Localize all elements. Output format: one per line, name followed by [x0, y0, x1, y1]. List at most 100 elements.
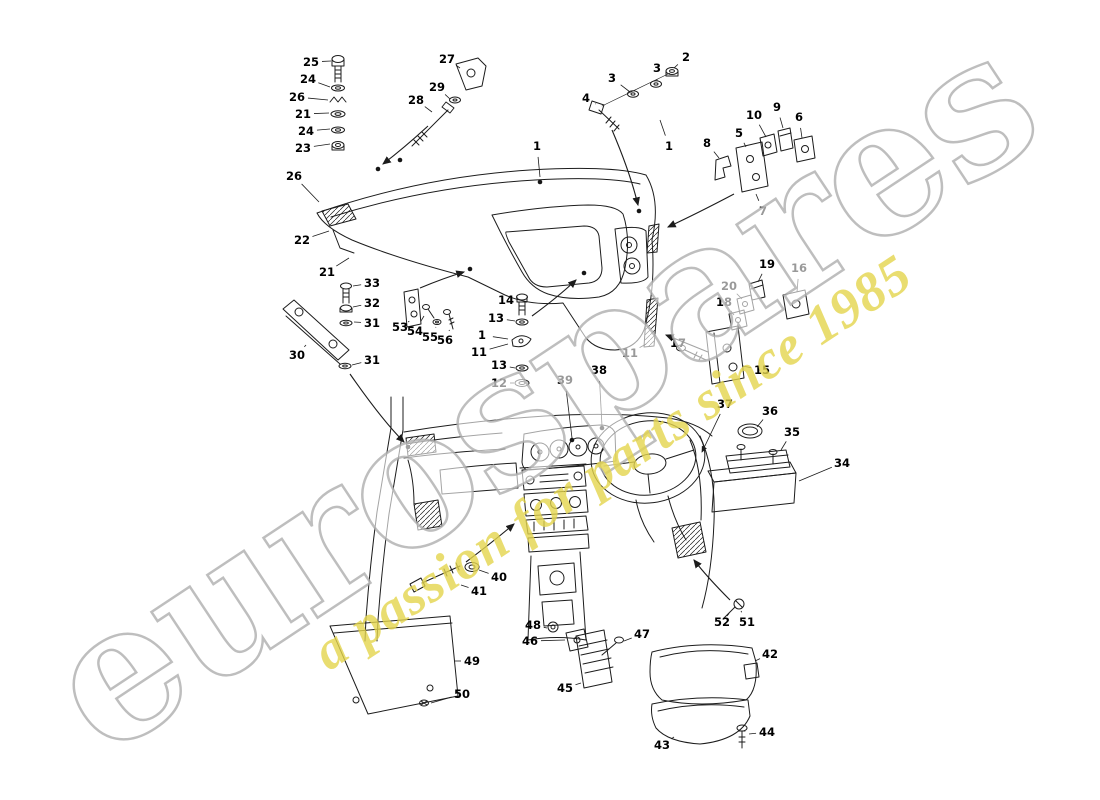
- part-label-5: 5: [735, 126, 743, 140]
- leader-line-48: [543, 626, 548, 629]
- part-label-1: 1: [533, 139, 541, 153]
- leader-line-11: [489, 343, 509, 350]
- kick-panel: [413, 499, 443, 531]
- part-label-32: 32: [364, 296, 380, 310]
- part-label-7: 7: [759, 204, 767, 218]
- bolt-41-group: [409, 562, 480, 593]
- part-label-1: 1: [478, 328, 486, 342]
- part-label-42: 42: [762, 647, 778, 661]
- attachment-dots: [375, 157, 642, 450]
- leader-line-13: [506, 319, 516, 322]
- leader-line-52: [726, 613, 730, 617]
- part-label-15: 15: [754, 363, 770, 377]
- center-console: [527, 551, 587, 641]
- part-label-46: 46: [522, 634, 538, 648]
- part-label-36: 36: [762, 404, 778, 418]
- part-label-21: 21: [319, 265, 335, 279]
- leader-line-43: [670, 736, 675, 740]
- glovebox: [439, 462, 519, 495]
- side-vent: [405, 433, 437, 457]
- pedal-area: [671, 521, 707, 559]
- part-label-39: 39: [557, 373, 573, 387]
- steering-wheel: [590, 412, 706, 504]
- column-shrouds-group: [649, 598, 760, 749]
- fastener-stack-center: [511, 293, 532, 387]
- part-label-4: 4: [582, 91, 590, 105]
- bracket-cluster-mid-right: [676, 279, 810, 385]
- part-label-2: 2: [682, 50, 690, 64]
- leader-line-18: [730, 310, 735, 316]
- part-label-56: 56: [437, 333, 453, 347]
- leader-line-44: [748, 732, 757, 735]
- leader-line-17: [683, 348, 687, 352]
- part-label-17: 17: [670, 336, 686, 350]
- part-label-49: 49: [464, 654, 480, 668]
- leader-line-21: [313, 112, 330, 114]
- leader-line-1: [659, 119, 666, 136]
- panel-49-group: [329, 615, 459, 715]
- end-vent-strip: [646, 223, 660, 254]
- leader-line-19: [757, 273, 763, 283]
- leader-line-1: [492, 336, 509, 340]
- part-label-28: 28: [408, 93, 424, 107]
- demister-strip: [643, 297, 659, 348]
- leader-line-47: [623, 637, 632, 642]
- part-label-43: 43: [654, 738, 670, 752]
- leader-line-24: [318, 82, 331, 88]
- part-label-27: 27: [439, 52, 455, 66]
- part-label-1: 1: [665, 139, 673, 153]
- part-label-29: 29: [429, 80, 445, 94]
- center-stack: [519, 463, 590, 553]
- bracket-27-group: [411, 57, 487, 147]
- part-label-35: 35: [784, 425, 800, 439]
- part-label-55: 55: [422, 330, 438, 344]
- part-label-11: 11: [471, 345, 487, 359]
- part-label-14: 14: [498, 293, 514, 307]
- leader-line-39: [565, 390, 573, 439]
- leader-line-36: [756, 419, 764, 428]
- part-label-3: 3: [608, 71, 616, 85]
- leader-line-54: [420, 315, 425, 322]
- part-label-9: 9: [773, 100, 781, 114]
- part-label-26: 26: [286, 169, 302, 183]
- instrument-cowl: [521, 424, 617, 471]
- part-label-45: 45: [557, 681, 573, 695]
- part-label-52: 52: [714, 615, 730, 629]
- leader-line-26: [307, 97, 329, 101]
- leader-line-35: [780, 441, 787, 451]
- part-label-34: 34: [834, 456, 850, 470]
- leader-line-29: [444, 94, 451, 100]
- part-label-37: 37: [717, 397, 733, 411]
- part-label-13: 13: [488, 311, 504, 325]
- part-label-26: 26: [289, 90, 305, 104]
- leader-line-38: [599, 380, 603, 427]
- assembly-arrows: [349, 125, 735, 601]
- leader-line-32: [352, 304, 362, 308]
- leader-line-42: [754, 658, 761, 662]
- part-label-48: 48: [525, 618, 541, 632]
- fastener-stack-top-left: [329, 55, 347, 151]
- part-label-20: 20: [721, 279, 737, 293]
- leader-line-27: [455, 64, 461, 69]
- part-label-11: 11: [622, 346, 638, 360]
- part-label-30: 30: [289, 348, 305, 362]
- leader-line-22: [312, 230, 330, 237]
- leader-line-50: [430, 696, 452, 704]
- part-labels: 2524262124232729282334110968572612221333…: [286, 50, 850, 752]
- part-label-53: 53: [392, 320, 408, 334]
- part-label-13: 13: [491, 358, 507, 372]
- part-label-25: 25: [303, 55, 319, 69]
- leader-line-40: [478, 569, 489, 574]
- speaker-grille: [321, 203, 357, 227]
- part-label-23: 23: [295, 141, 311, 155]
- part-label-16: 16: [791, 261, 807, 275]
- part-label-38: 38: [591, 363, 607, 377]
- part-label-33: 33: [364, 276, 380, 290]
- part-label-24: 24: [300, 72, 316, 86]
- leader-line-11: [639, 343, 647, 348]
- part-label-21: 21: [295, 107, 311, 121]
- leader-line-45: [575, 682, 582, 686]
- part-label-6: 6: [795, 110, 803, 124]
